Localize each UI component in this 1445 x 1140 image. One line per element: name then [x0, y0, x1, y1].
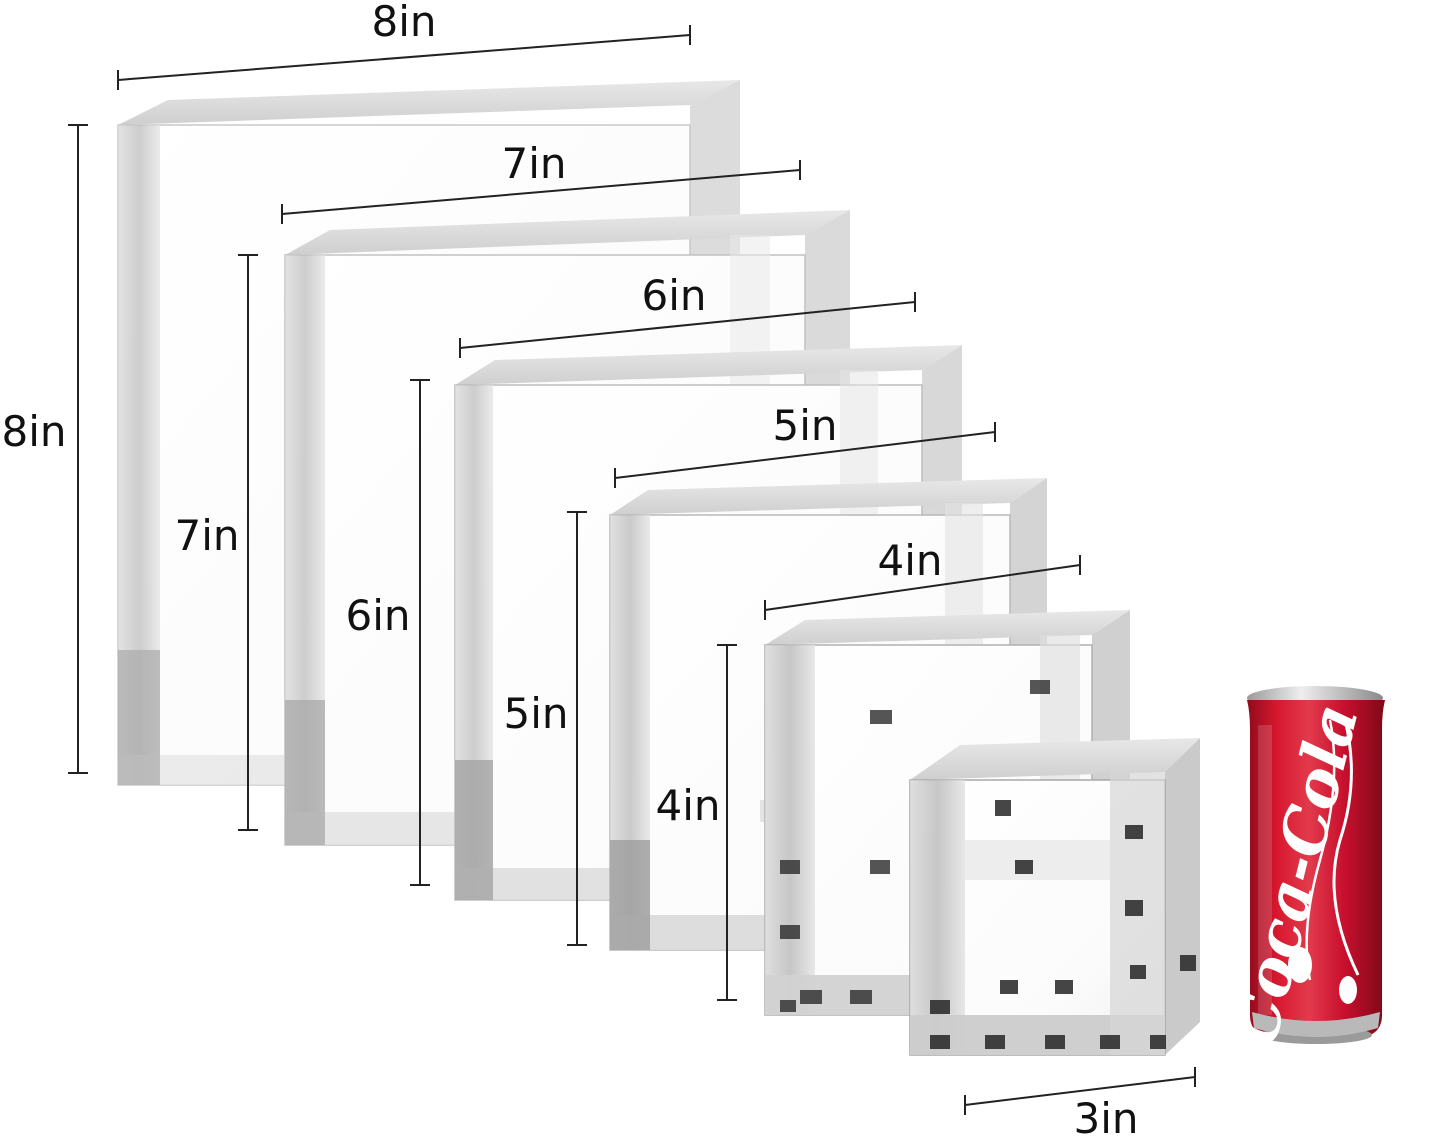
- block-6in-height-label: 6in: [345, 591, 410, 640]
- block-4in-width-label: 4in: [877, 536, 942, 585]
- soda-can: Coca-Cola: [1218, 686, 1385, 1053]
- block-3in: [909, 738, 1200, 1056]
- block-8in-height-label: 8in: [1, 407, 66, 456]
- block-3in-width-label: 3in: [1073, 1094, 1138, 1140]
- block-8in-width-label: 8in: [371, 0, 436, 46]
- block-5in-width-label: 5in: [772, 401, 837, 450]
- block-6in-width-label: 6in: [641, 271, 706, 320]
- block-5in-height-label: 5in: [503, 689, 568, 738]
- block-7in-width-label: 7in: [501, 139, 566, 188]
- block-7in-height-label: 7in: [174, 511, 239, 560]
- block-4in-height-label: 4in: [655, 781, 720, 830]
- dimension-lines: [68, 25, 1196, 1115]
